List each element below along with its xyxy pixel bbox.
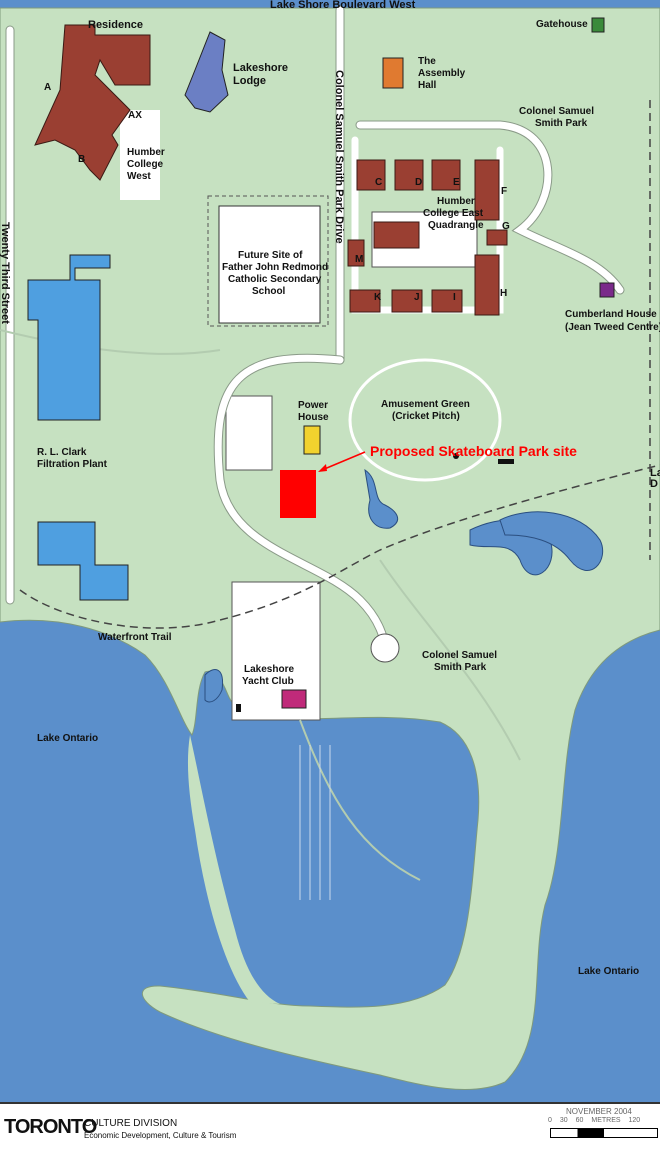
pointer-arrow	[321, 451, 366, 471]
scale-bar	[550, 1128, 658, 1138]
pond	[499, 511, 604, 571]
filtration-plant	[27, 254, 111, 421]
label-building-h: H	[500, 288, 507, 299]
division-subtitle: Economic Development, Culture & Tourism	[84, 1131, 237, 1140]
label-future-school: Catholic Secondary	[228, 274, 322, 285]
label-filtration-plant: R. L. Clark	[37, 447, 87, 458]
label-assembly-hall: The	[418, 56, 436, 67]
label-cumberland: Cumberland House	[565, 309, 657, 320]
yacht-club-building	[281, 689, 307, 709]
scale-tick-label: 60	[575, 1117, 584, 1124]
label-humber-west: Humber	[127, 147, 165, 158]
label-gatehouse: Gatehouse	[536, 19, 588, 30]
lakeshore-lodge	[184, 31, 229, 113]
street-park-drive: Colonel Samuel Smith Park Drive	[333, 70, 345, 244]
humber-east-buildings	[347, 159, 508, 316]
scale-tick-label: 0	[548, 1117, 552, 1124]
pond	[204, 669, 224, 703]
street-cut-label: La	[650, 467, 660, 479]
filtration-annex	[225, 395, 273, 471]
label-building-a: A	[44, 82, 51, 93]
label-css-park-bottom: Colonel Samuel	[422, 650, 497, 661]
label-future-school: Father John Redmond	[222, 262, 328, 273]
map-footer: TORONTO CULTURE DIVISION Economic Develo…	[0, 1102, 660, 1157]
street-lake-shore-blvd: Lake Shore Boulevard West	[270, 0, 416, 11]
label-lakeshore-lodge: Lodge	[233, 75, 266, 87]
proposed-skateboard-park-site	[280, 470, 316, 518]
cumberland-house	[599, 282, 615, 298]
assembly-hall	[382, 57, 404, 89]
label-amusement-green: Amusement Green	[381, 399, 470, 410]
arrow-head-icon	[318, 464, 327, 472]
label-humber-east: Humber	[437, 196, 475, 207]
label-waterfront-trail: Waterfront Trail	[98, 632, 172, 643]
marker-small	[236, 704, 241, 712]
scale-unit: METRES	[591, 1117, 621, 1124]
toronto-logo: TORONTO	[4, 1116, 97, 1138]
label-humber-west: College	[127, 159, 164, 170]
scale-tick-label: 30	[559, 1117, 568, 1124]
scale-tick-label: 120	[628, 1117, 641, 1124]
waterfront-trail	[19, 464, 660, 629]
label-assembly-hall: Hall	[418, 80, 437, 91]
label-building-g: G	[502, 221, 510, 232]
label-residence: Residence	[88, 19, 143, 31]
park-map: Lake Shore Boulevard West Colonel Samuel…	[0, 0, 660, 1102]
label-building-e: E	[453, 177, 460, 188]
residence-building	[34, 24, 151, 181]
label-css-park-bottom: Smith Park	[434, 662, 487, 673]
label-assembly-hall: Assembly	[418, 68, 466, 79]
label-yacht-club: Lakeshore	[244, 664, 294, 675]
label-css-park-top: Smith Park	[535, 118, 588, 129]
label-humber-east: College East	[423, 208, 484, 219]
turnaround	[370, 633, 400, 663]
humber-west-lot	[120, 110, 160, 200]
division-name: CULTURE DIVISION	[84, 1118, 178, 1129]
marina-docks	[299, 745, 331, 900]
marker-bar	[498, 459, 514, 464]
label-power-house: House	[298, 412, 329, 423]
street-twenty-third: Twenty Third Street	[0, 222, 11, 324]
label-amusement-green: (Cricket Pitch)	[392, 411, 460, 422]
label-future-school: Future Site of	[238, 250, 303, 261]
spit-inner	[187, 735, 280, 1004]
label-power-house: Power	[298, 400, 328, 411]
label-cumberland: (Jean Tweed Centre)	[565, 322, 660, 333]
label-building-i: I	[453, 292, 456, 303]
label-building-ax: AX	[128, 110, 142, 121]
map-date: NOVEMBER 2004	[566, 1107, 632, 1116]
label-lakeshore-lodge: Lakeshore	[233, 62, 288, 74]
label-building-d: D	[415, 177, 422, 188]
label-building-f: F	[501, 186, 507, 197]
label-humber-west: West	[127, 171, 151, 182]
future-school-site	[218, 205, 321, 324]
label-building-b: B	[78, 154, 85, 165]
scale-labels: 0 30 60 METRES 120	[548, 1117, 640, 1124]
label-filtration-plant: Filtration Plant	[37, 459, 108, 470]
gatehouse-building	[591, 17, 605, 33]
power-house	[303, 425, 321, 455]
label-building-k: K	[374, 292, 382, 303]
label-humber-east: Quadrangle	[428, 220, 484, 231]
label-lake-ontario-east: Lake Ontario	[578, 966, 639, 977]
cricket-pitch	[348, 358, 502, 482]
label-css-park-top: Colonel Samuel	[519, 106, 594, 117]
future-school-site-boundary	[207, 195, 329, 327]
label-building-m: M	[355, 254, 363, 265]
label-lake-ontario-west: Lake Ontario	[37, 733, 98, 744]
label-building-c: C	[375, 177, 382, 188]
street-cut-label: D	[650, 478, 658, 490]
label-proposed-skateboard-park: Proposed Skateboard Park site	[370, 443, 577, 459]
label-building-j: J	[414, 292, 420, 303]
marker-dot	[453, 453, 459, 459]
filtration-plant-south	[37, 521, 129, 601]
label-yacht-club: Yacht Club	[242, 676, 294, 687]
label-future-school: School	[252, 286, 286, 297]
pond	[364, 468, 399, 529]
